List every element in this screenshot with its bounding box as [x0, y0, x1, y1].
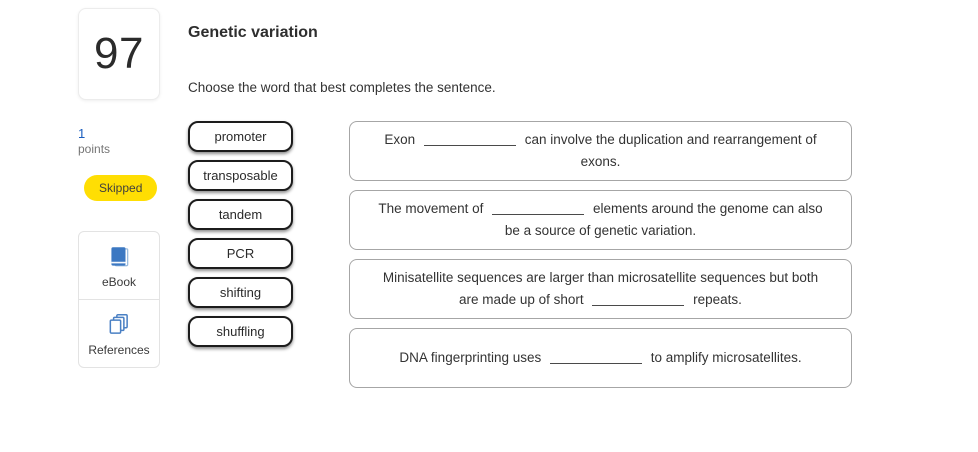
- word-option-promoter[interactable]: promoter: [188, 121, 293, 152]
- sentence-text: Exon can involve the duplication and rea…: [376, 129, 825, 172]
- sentence-post: can involve the duplication and rearrang…: [524, 132, 817, 169]
- sentence-box-4: DNA fingerprinting uses to amplify micro…: [349, 328, 852, 388]
- points-label: points: [78, 142, 111, 157]
- sentence-pre: The movement of: [378, 201, 484, 217]
- sentence-text: The movement of elements around the geno…: [376, 198, 825, 241]
- tools-card: eBook References: [78, 231, 160, 369]
- question-number-box: 97: [78, 8, 160, 100]
- references-label: References: [88, 343, 150, 358]
- sentence-pre: Minisatellite sequences are larger than …: [382, 270, 819, 307]
- sentence-box-3: Minisatellite sequences are larger than …: [349, 259, 852, 319]
- sentence-post: repeats.: [693, 292, 742, 307]
- ebook-label: eBook: [101, 275, 137, 290]
- blank-slot-1[interactable]: [423, 133, 516, 147]
- sentence-text: DNA fingerprinting uses to amplify micro…: [399, 347, 801, 369]
- page-title: Genetic variation: [188, 24, 318, 41]
- sentence-post: to amplify microsatellites.: [650, 350, 802, 366]
- blank-slot-3[interactable]: [592, 293, 685, 306]
- word-option-pcr[interactable]: PCR: [188, 238, 293, 269]
- sentence-list: Exon can involve the duplication and rea…: [349, 121, 852, 388]
- book-icon: [106, 244, 132, 270]
- question-number: 97: [94, 29, 144, 78]
- status-badge: Skipped: [84, 175, 158, 202]
- question-main: Genetic variation Choose the word that b…: [160, 8, 852, 388]
- work-area: promoter transposable tandem PCR shiftin…: [188, 121, 852, 388]
- sentence-post: elements around the genome can also be a…: [504, 201, 823, 238]
- points-block: 1 points: [78, 126, 160, 157]
- word-option-transposable[interactable]: transposable: [188, 160, 293, 191]
- sentence-pre: DNA fingerprinting uses: [399, 350, 542, 366]
- sentence-box-1: Exon can involve the duplication and rea…: [349, 121, 852, 181]
- sentence-pre: Exon: [384, 132, 416, 148]
- question-instruction: Choose the word that best completes the …: [188, 80, 496, 95]
- ebook-button[interactable]: eBook: [79, 232, 159, 299]
- word-bank: promoter transposable tandem PCR shiftin…: [188, 121, 293, 347]
- references-button[interactable]: References: [79, 299, 159, 367]
- blank-slot-2[interactable]: [492, 202, 585, 216]
- word-option-shifting[interactable]: shifting: [188, 277, 293, 308]
- sentence-text: Minisatellite sequences are larger than …: [376, 267, 825, 310]
- word-option-tandem[interactable]: tandem: [188, 199, 293, 230]
- word-option-shuffling[interactable]: shuffling: [188, 316, 293, 347]
- sentence-box-2: The movement of elements around the geno…: [349, 190, 852, 250]
- question-sidebar: 97 1 points Skipped eBook: [78, 8, 160, 388]
- question-page: 97 1 points Skipped eBook: [78, 8, 852, 388]
- points-value: 1: [78, 126, 86, 141]
- blank-slot-4[interactable]: [550, 351, 643, 365]
- pages-icon: [106, 312, 132, 338]
